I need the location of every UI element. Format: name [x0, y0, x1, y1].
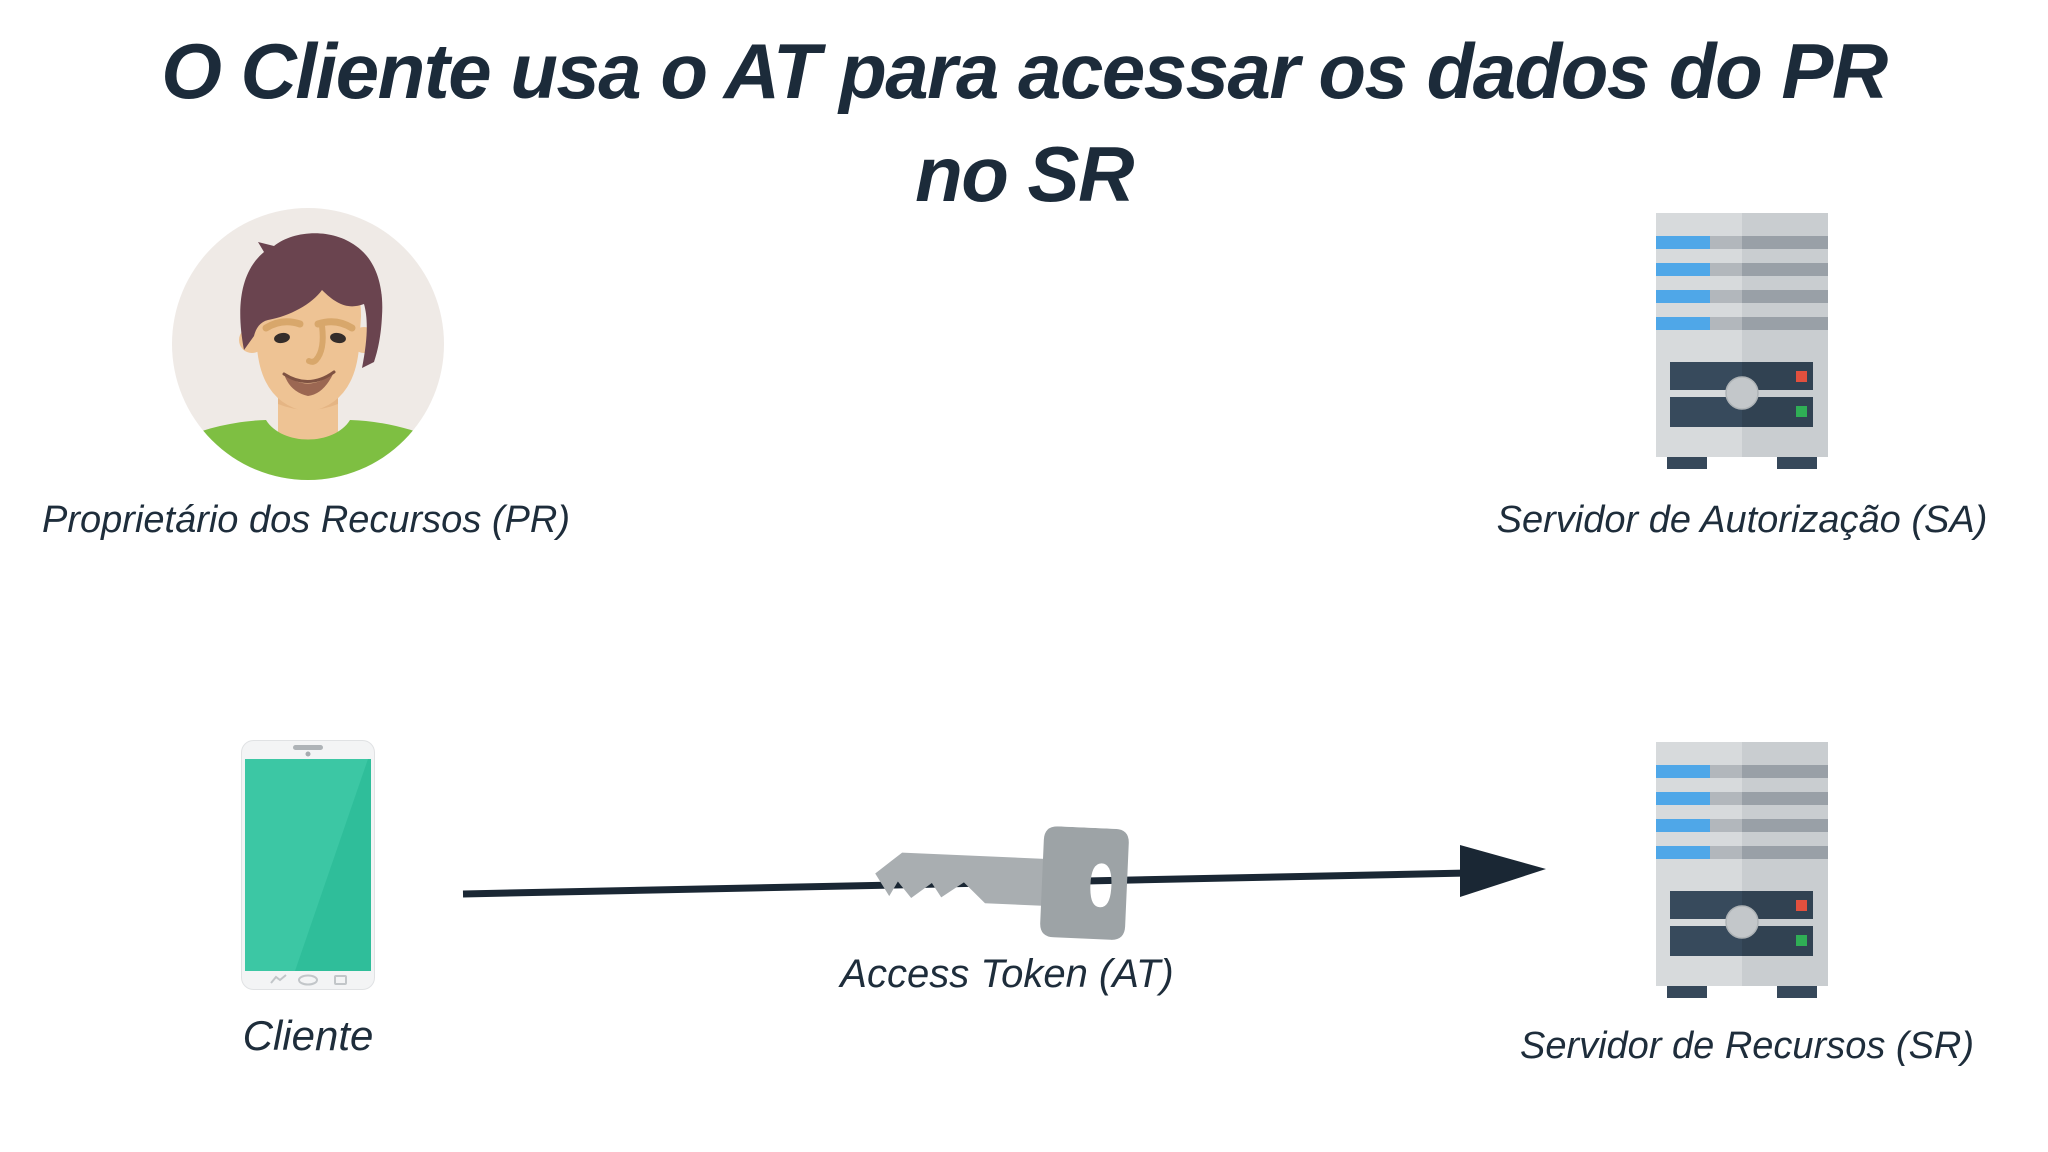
- client-label: Cliente: [242, 1012, 374, 1059]
- key-icon: [875, 826, 1129, 940]
- page-title: O Cliente usa o AT para acessar os dados…: [0, 20, 2048, 226]
- access-token-label: Access Token (AT): [840, 952, 1174, 996]
- auth-server-icon: [1656, 213, 1828, 469]
- resource-server-label: Servidor de Recursos (SR): [1519, 1025, 1975, 1067]
- smartphone-icon: [241, 740, 375, 990]
- title-line-2: no SR: [915, 130, 1134, 218]
- resource-owner-label: Proprietário dos Recursos (PR): [42, 499, 570, 541]
- person-avatar-icon: [172, 208, 444, 480]
- title-line-1: O Cliente usa o AT para acessar os dados…: [161, 27, 1888, 115]
- resource-server-icon: [1656, 742, 1828, 998]
- auth-server-label: Servidor de Autorização (SA): [1496, 499, 1988, 541]
